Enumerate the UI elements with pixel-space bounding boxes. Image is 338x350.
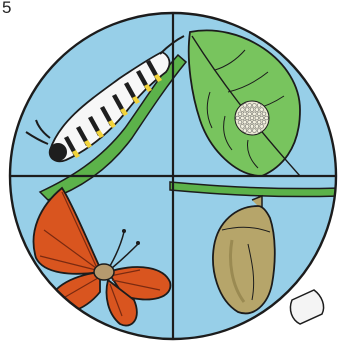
egg [243, 120, 247, 124]
egg [255, 125, 259, 129]
egg [257, 120, 261, 124]
egg [243, 129, 247, 133]
egg [260, 116, 264, 120]
egg [260, 108, 264, 112]
egg [245, 108, 249, 112]
egg [253, 104, 257, 108]
egg [250, 125, 254, 129]
egg [248, 112, 252, 116]
egg [255, 116, 259, 120]
egg [238, 120, 242, 124]
egg [248, 129, 252, 133]
egg [241, 125, 245, 129]
egg [243, 104, 247, 108]
egg [236, 116, 240, 120]
egg [265, 116, 269, 120]
egg [250, 116, 254, 120]
egg [257, 112, 261, 116]
butterfly-body [94, 264, 114, 280]
egg [257, 104, 261, 108]
egg [262, 112, 266, 116]
egg [255, 108, 259, 112]
figure-number: 5 [2, 0, 11, 18]
egg [262, 120, 266, 124]
pin-tab [290, 290, 323, 324]
egg [253, 129, 257, 133]
egg [238, 112, 242, 116]
egg [245, 125, 249, 129]
egg [243, 112, 247, 116]
egg [248, 120, 252, 124]
egg [253, 112, 257, 116]
egg [241, 116, 245, 120]
egg [253, 120, 257, 124]
egg [241, 108, 245, 112]
egg [260, 125, 264, 129]
egg [248, 104, 252, 108]
egg [257, 129, 261, 133]
egg [250, 108, 254, 112]
egg [245, 116, 249, 120]
